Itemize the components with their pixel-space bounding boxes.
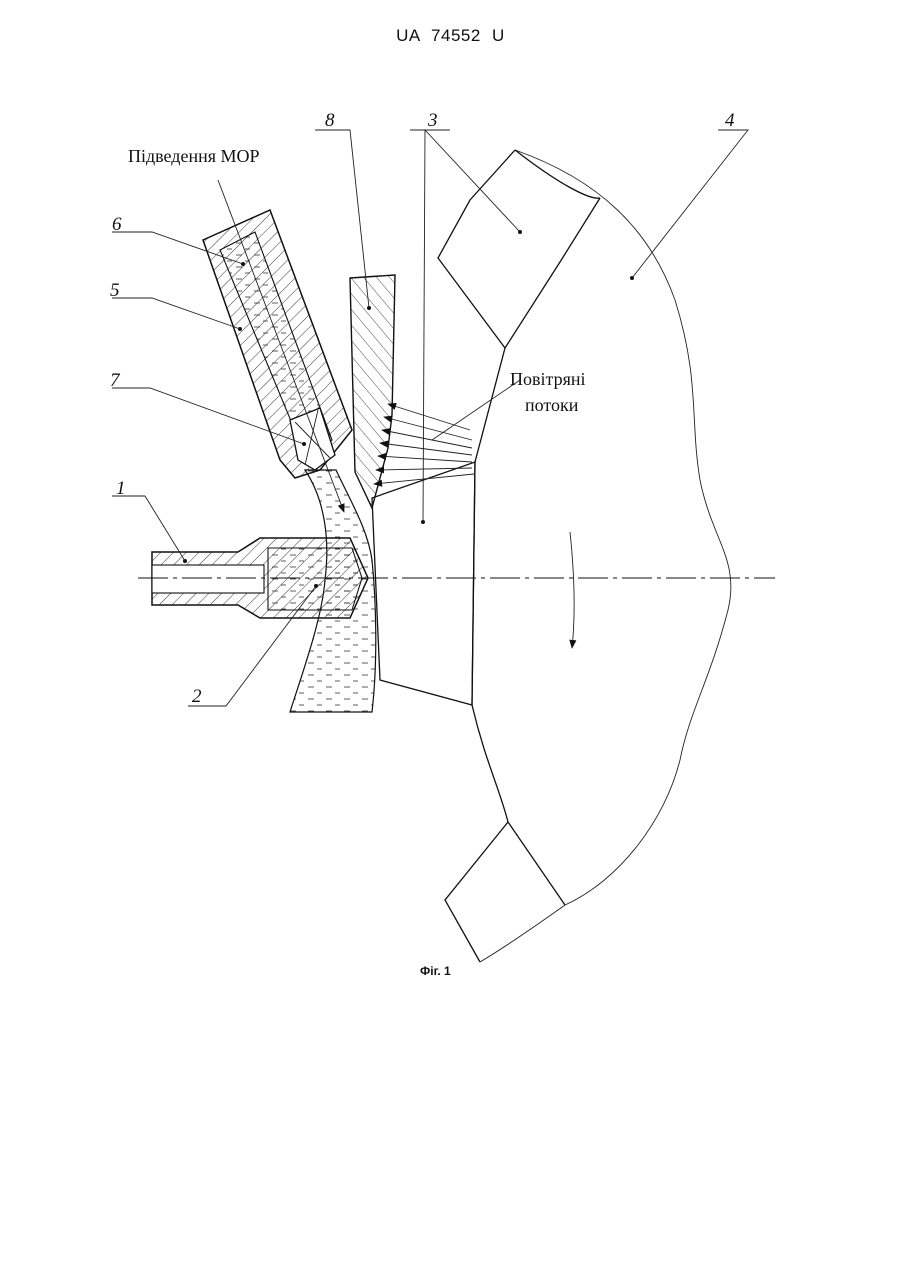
grinding-wheel bbox=[438, 150, 731, 962]
part-number-6: 6 bbox=[112, 214, 122, 235]
air-shield bbox=[350, 275, 395, 508]
part-number-7: 7 bbox=[110, 370, 121, 391]
part-number-8: 8 bbox=[325, 110, 335, 131]
part-number-1: 1 bbox=[116, 478, 126, 499]
air-flows-label-line1: Повітряні bbox=[510, 369, 586, 389]
leader-lines bbox=[112, 130, 748, 706]
part-number-4: 4 bbox=[725, 110, 735, 131]
supply-tube bbox=[203, 180, 352, 512]
part-number-2: 2 bbox=[192, 686, 202, 707]
air-flows-label-line2: потоки bbox=[525, 395, 579, 415]
supply-label: Підведення МОР bbox=[128, 146, 260, 166]
part-number-5: 5 bbox=[110, 280, 120, 301]
figure-caption: Фіг. 1 bbox=[420, 964, 451, 978]
part-number-3: 3 bbox=[427, 110, 438, 131]
